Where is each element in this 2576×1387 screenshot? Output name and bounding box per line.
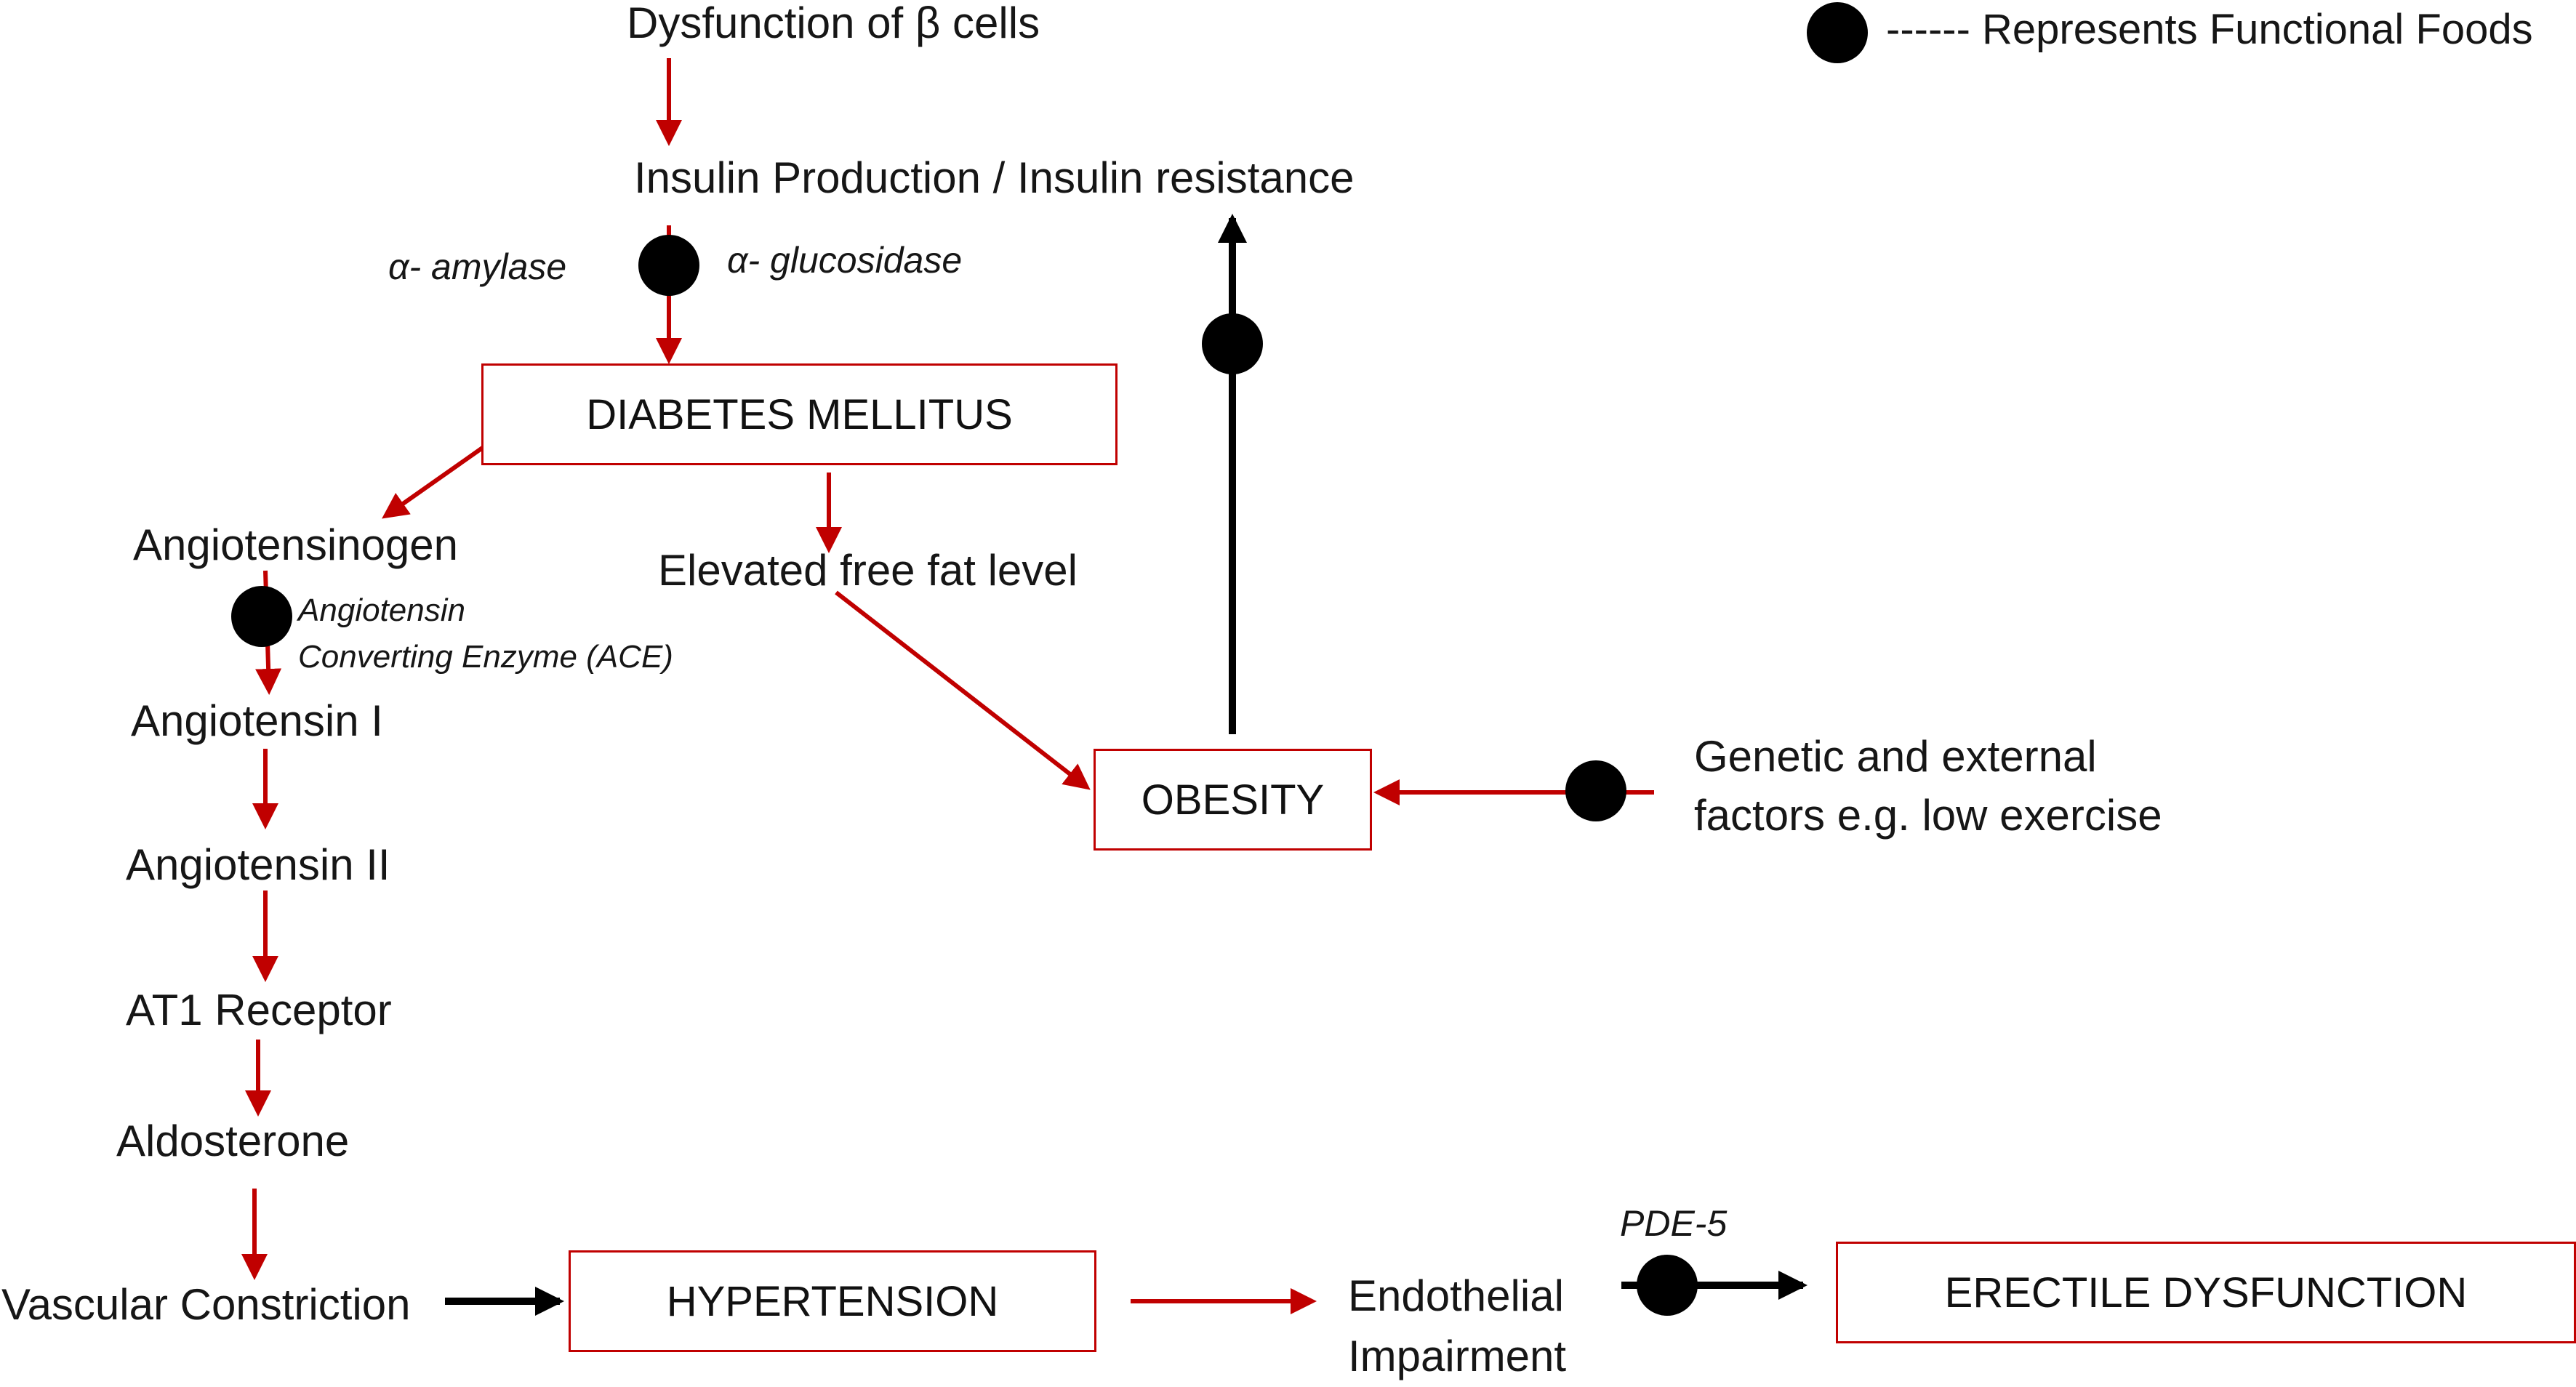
box-hypertension: HYPERTENSION (569, 1250, 1096, 1352)
node-elevated-free-fat: Elevated free fat level (658, 546, 1078, 595)
erectile-label: ERECTILE DYSFUNCTION (1944, 1269, 2468, 1316)
node-insulin-resistance: Insulin Production / Insulin resistance (634, 153, 1355, 202)
diabetes-label: DIABETES MELLITUS (586, 390, 1013, 438)
functional-food-dot-pde5 (1637, 1255, 1698, 1316)
legend-label: ------ Represents Functional Foods (1886, 6, 2533, 53)
functional-food-dot-insulin (638, 235, 699, 296)
enzyme-pde5: PDE-5 (1620, 1203, 1728, 1244)
box-erectile-dysfunction: ERECTILE DYSFUNCTION (1836, 1242, 2576, 1343)
functional-food-dot-ace (231, 586, 292, 647)
enzyme-ace: Angiotensin Converting Enzyme (ACE) (298, 592, 673, 675)
hypertension-label: HYPERTENSION (666, 1277, 999, 1325)
node-angiotensin-1: Angiotensin I (131, 696, 383, 745)
node-beta-cell-dysfunction: Dysfunction of β cells (627, 0, 1040, 47)
enzyme-alpha-amylase: α- amylase (388, 246, 567, 287)
box-obesity: OBESITY (1094, 749, 1372, 851)
node-genetic-external-factors: Genetic and external factors e.g. low ex… (1694, 732, 2162, 840)
functional-food-dot-genetic (1565, 760, 1626, 821)
node-at1-receptor: AT1 Receptor (126, 986, 392, 1034)
arrow-freefat-to-obesity (835, 590, 1091, 790)
box-diabetes-mellitus: DIABETES MELLITUS (481, 363, 1118, 465)
obesity-label: OBESITY (1141, 776, 1325, 824)
node-endothelial-impairment: Endothelial Impairment (1348, 1271, 1567, 1380)
node-angiotensin-2: Angiotensin II (126, 840, 390, 889)
functional-food-dot-obesity-insulin (1202, 313, 1263, 374)
node-vascular-constriction: Vascular Constriction (1, 1280, 411, 1329)
enzyme-alpha-glucosidase: α- glucosidase (727, 240, 963, 281)
node-angiotensinogen: Angiotensinogen (133, 520, 459, 569)
legend-functional-food-dot (1807, 2, 1868, 63)
arrow-diabetes-to-angiotensinogen (382, 445, 485, 519)
node-aldosterone: Aldosterone (116, 1117, 350, 1165)
